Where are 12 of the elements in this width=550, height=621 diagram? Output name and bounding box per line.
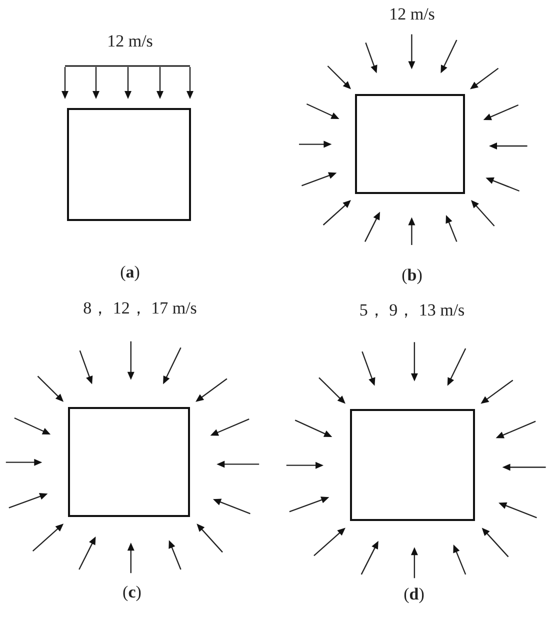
building-square [350,409,475,521]
panel-label: (a) [120,264,140,280]
speed-label: 5， 9， 13 m/s [359,302,465,318]
building-square [355,94,465,194]
building-square [67,108,191,221]
speed-label: 8， 12， 17 m/s [83,300,197,316]
building-square [68,407,190,517]
panel-label: (c) [122,584,142,600]
panel-label: (b) [402,266,422,284]
speed-label: 12 m/s [389,6,435,22]
panel-label: (d) [404,586,424,602]
speed-label: 12 m/s [107,32,153,50]
